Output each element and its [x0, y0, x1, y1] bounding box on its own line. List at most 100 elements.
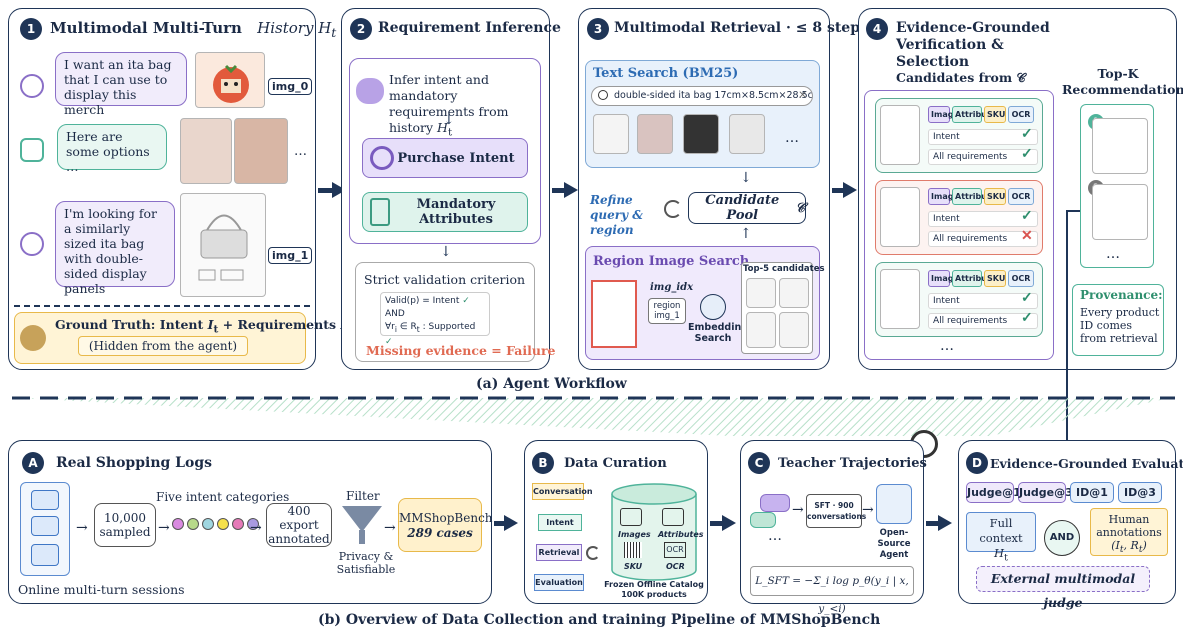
- step-evaluation: Evaluation: [534, 574, 584, 591]
- chip-sku-1: SKU: [984, 106, 1006, 123]
- sessions-arrow: →: [76, 520, 88, 536]
- gt-I: I: [207, 317, 214, 332]
- valid-2-a: ∀r: [385, 322, 395, 332]
- mandatory-attributes-label: Mandatory Attributes: [416, 197, 496, 227]
- judge-1-metric: Judge@1: [966, 482, 1021, 503]
- catalog-products: 100K products: [621, 590, 687, 599]
- bag-sketch-icon: [198, 214, 248, 281]
- top5-item-4: [779, 312, 809, 348]
- intent-check-2: ✓: [1021, 208, 1033, 224]
- open-source-agent-label: Open-Source Agent: [877, 528, 911, 560]
- catalog-title: Frozen Offline Catalog: [604, 580, 704, 589]
- full-context-var: Ht: [967, 546, 1035, 565]
- text-result-1: [593, 114, 629, 154]
- section-divider: [12, 396, 1175, 436]
- catalog-attributes-label: Attributes: [658, 530, 704, 539]
- chip-sku-2: SKU: [984, 188, 1006, 205]
- reference-bag-image: [180, 193, 266, 297]
- clear-icon[interactable]: ×: [798, 88, 808, 101]
- text-result-4: [729, 114, 765, 154]
- infer-H-sub: t: [447, 126, 453, 139]
- panel-2-title: Requirement Inference: [378, 20, 561, 36]
- candidate-3-image: [880, 269, 920, 329]
- panel-c-letter: C: [748, 452, 770, 474]
- infer-H: H: [437, 120, 448, 135]
- topk-item-2: [1092, 184, 1148, 240]
- category-dots: [172, 518, 259, 530]
- chip-image-1: Image: [928, 106, 959, 123]
- img-0-tag: img_0: [268, 78, 313, 95]
- category-dot-4: [217, 518, 229, 530]
- catalog-sku-label: SKU: [624, 562, 643, 571]
- step-conversation: Conversation: [532, 483, 593, 500]
- full-context-label: Full context: [979, 516, 1023, 545]
- merch-image: [195, 52, 265, 108]
- panel-a-letter: A: [22, 452, 44, 474]
- judge-3-metric: Judge@3: [1018, 482, 1073, 503]
- purchase-intent-label: Purchase Intent: [397, 150, 515, 166]
- panel-4-title: Evidence-Grounded Verification & Selecti…: [896, 20, 1050, 70]
- mmshopbench-label: MMShopBench: [399, 511, 493, 525]
- catalog-images-label: Images: [618, 530, 651, 539]
- candidate-1-image: [880, 105, 920, 165]
- privacy-label: Privacy & Satisfiable: [336, 550, 396, 576]
- valid-line-1: Valid(p) = Intent ✓: [385, 295, 485, 308]
- text-search-title: Text Search (BM25): [593, 66, 739, 81]
- caption-agent-workflow: (a) Agent Workflow: [476, 376, 627, 392]
- arrow-b-c-head: [722, 515, 736, 531]
- panel-d-letter: D: [966, 452, 988, 474]
- gt-mid: + Requirements: [218, 317, 341, 332]
- candidate-card-2: Image Attributes SKU OCR Intent ✓ All re…: [875, 180, 1043, 255]
- candidates-title-c: 𝒞: [1016, 70, 1026, 85]
- ground-truth-divider: [14, 305, 310, 307]
- sampled-box: 10,000 sampled: [94, 503, 156, 547]
- catalog-ocr-label: OCR: [666, 562, 685, 571]
- human-annotations-vars: (It, Rt): [1111, 539, 1147, 556]
- catalog-ocr-icon: OCR: [664, 542, 686, 558]
- strict-validation-title: Strict validation criterion: [364, 272, 526, 287]
- full-context-H: H: [994, 546, 1005, 560]
- checklist-icon: [370, 198, 390, 226]
- top5-item-3: [746, 312, 776, 348]
- user-avatar-icon: [20, 74, 44, 98]
- trajectory-ellipsis: …: [768, 528, 782, 544]
- chip-ocr-1: OCR: [1008, 106, 1034, 123]
- topk-title: Top-K Recommendations: [1062, 66, 1183, 97]
- intent-row-1: Intent: [928, 129, 1038, 145]
- panel-b-title: Data Curation: [564, 456, 667, 471]
- catalog-sku-icon: [624, 542, 642, 558]
- gt-text: Ground Truth: Intent: [55, 317, 208, 332]
- human-annotations-label: Human annotations: [1096, 513, 1162, 539]
- tomato-plush-icon: [213, 64, 249, 103]
- bot-message: Here are some options …: [57, 124, 167, 174]
- candidate-pool-c: 𝒞: [795, 200, 805, 216]
- chat-icon-1: [31, 490, 59, 510]
- sft-box: SFT · 900 conversations: [806, 494, 866, 528]
- options-ellipsis: …: [294, 144, 307, 159]
- provenance-box: [1072, 284, 1164, 356]
- candidates-title-text: Candidates from: [896, 70, 1017, 85]
- chip-image-3: Image: [928, 270, 959, 287]
- arrow-a-b-head: [504, 515, 518, 531]
- arrow-b-c-shaft: [710, 521, 724, 526]
- step-retrieval: Retrieval: [536, 544, 582, 561]
- text-result-3: [683, 114, 719, 154]
- sampled-arrow: →: [158, 520, 170, 536]
- chat-icon-2: [31, 516, 59, 536]
- region-img-label: region img_1: [648, 298, 686, 324]
- sft-arrow-in: →: [792, 502, 804, 518]
- human-annotations-box: Human annotations (It, Rt): [1090, 508, 1168, 556]
- query-input[interactable]: double-sided ita bag 17cm×8.5cm×28.5cm: [591, 86, 813, 106]
- filter-arrow: →: [384, 520, 396, 536]
- region-crop-image: [591, 280, 637, 348]
- trajectory-bubble-1: [760, 494, 790, 512]
- allreq-row-3: All requirements: [928, 313, 1038, 329]
- chip-attributes-1: Attributes: [952, 106, 1001, 123]
- embedding-icon: [700, 294, 726, 320]
- sft-arrow-out: →: [862, 502, 874, 518]
- feedback-arrow: [1066, 210, 1080, 212]
- chip-ocr-2: OCR: [1008, 188, 1034, 205]
- allreq-cross-2: ✕: [1021, 228, 1033, 244]
- feedback-line: [1066, 212, 1068, 440]
